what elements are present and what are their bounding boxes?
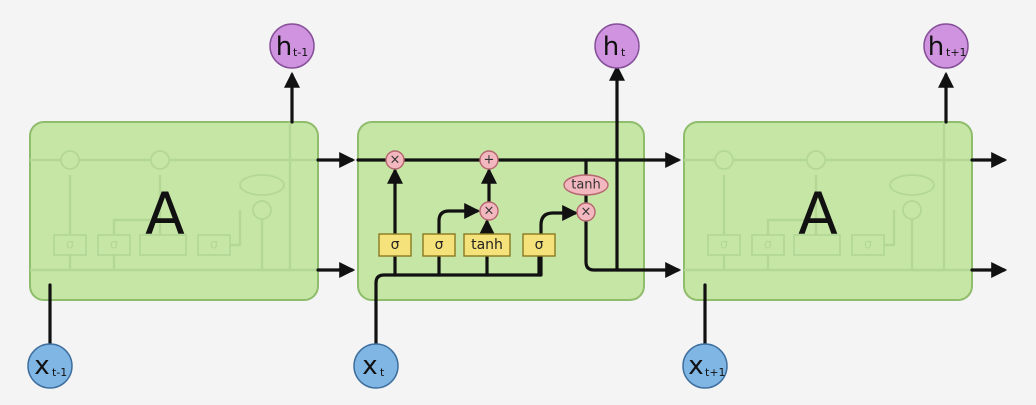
faint-internals: σ σ σ [30,122,318,272]
input-node-xt: x t [353,343,399,389]
gate-candidate: tanh [463,233,511,257]
svg-text:x: x [688,351,703,381]
svg-text:t+1: t+1 [705,366,726,379]
gate-forget: σ [378,233,412,257]
output-node-ht-1: h t-1 [269,23,315,69]
gate-input: σ [422,233,456,257]
cell-middle [357,121,645,301]
svg-text:x: x [34,351,49,381]
svg-text:+: + [484,153,495,168]
svg-text:×: × [581,205,592,220]
pointwise-forget-multiply: × [385,150,405,170]
svg-text:tanh: tanh [471,237,503,253]
svg-text:tanh: tanh [571,178,601,193]
svg-text:t-1: t-1 [52,366,67,379]
cell-left: σ σ σ A [29,121,319,301]
svg-text:σ: σ [864,238,872,253]
output-node-ht+1: h t+1 [923,23,969,69]
svg-text:t: t [380,366,385,379]
svg-text:σ: σ [764,238,772,253]
svg-text:h: h [928,32,944,62]
svg-text:σ: σ [210,238,218,253]
svg-text:x: x [362,351,377,381]
svg-text:σ: σ [391,237,400,253]
svg-text:h: h [603,32,619,62]
input-node-xt+1: x t+1 [682,343,728,389]
pointwise-add: + [479,150,499,170]
cell-label: A [145,180,185,248]
svg-text:t+1: t+1 [946,46,967,59]
cell-box [357,121,645,301]
output-node-ht: h t [594,23,640,69]
pointwise-output-multiply: × [576,202,596,222]
svg-text:h: h [276,32,292,62]
cell-label: A [798,180,838,248]
svg-text:×: × [484,204,495,219]
cell-right: σ σ σ A [683,121,973,301]
input-node-xt-1: x t-1 [27,343,73,389]
pointwise-input-multiply: × [479,201,499,221]
gate-output: σ [522,233,556,257]
svg-text:σ: σ [720,238,728,253]
svg-text:σ: σ [435,237,444,253]
lstm-internal-wiring [374,64,682,347]
faint-internals: σ σ σ [684,122,972,272]
svg-text:t-1: t-1 [293,46,308,59]
svg-text:σ: σ [110,238,118,253]
svg-text:σ: σ [66,238,74,253]
svg-text:σ: σ [535,237,544,253]
svg-text:t: t [621,46,626,59]
svg-text:×: × [390,153,401,168]
pointwise-tanh: tanh [563,174,609,196]
